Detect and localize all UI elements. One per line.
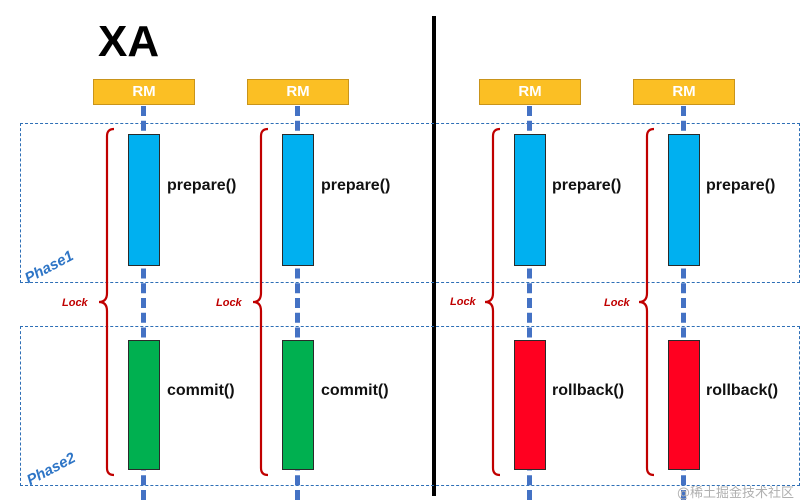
rollback-bar — [668, 340, 700, 470]
lifeline — [295, 106, 300, 500]
lifeline — [141, 106, 146, 500]
diagram-title: XA — [98, 17, 160, 66]
commit-bar — [282, 340, 314, 470]
lifeline — [681, 106, 686, 500]
rm-box: RM — [247, 79, 349, 105]
lock-brace — [638, 127, 655, 477]
lock-brace — [484, 127, 501, 477]
prepare-label: prepare() — [706, 177, 776, 194]
watermark-text: @稀土掘金技术社区 — [676, 486, 794, 501]
lock-brace — [98, 127, 115, 477]
commit-label: commit() — [167, 382, 235, 399]
rm-box: RM — [633, 79, 735, 105]
lock-label: Lock — [62, 297, 88, 309]
lifeline — [527, 106, 532, 500]
prepare-bar — [514, 134, 546, 266]
commit-label: commit() — [321, 382, 389, 399]
prepare-label: prepare() — [167, 177, 237, 194]
rm-box: RM — [93, 79, 195, 105]
prepare-label: prepare() — [321, 177, 391, 194]
rollback-bar — [514, 340, 546, 470]
commit-bar — [128, 340, 160, 470]
rollback-label: rollback() — [706, 382, 779, 399]
section-divider — [432, 16, 436, 496]
lock-brace — [252, 127, 269, 477]
lock-label: Lock — [450, 296, 476, 308]
prepare-label: prepare() — [552, 177, 622, 194]
lock-label: Lock — [604, 297, 630, 309]
rm-box: RM — [479, 79, 581, 105]
prepare-bar — [668, 134, 700, 266]
rollback-label: rollback() — [552, 382, 625, 399]
lock-label: Lock — [216, 297, 242, 309]
prepare-bar — [128, 134, 160, 266]
prepare-bar — [282, 134, 314, 266]
